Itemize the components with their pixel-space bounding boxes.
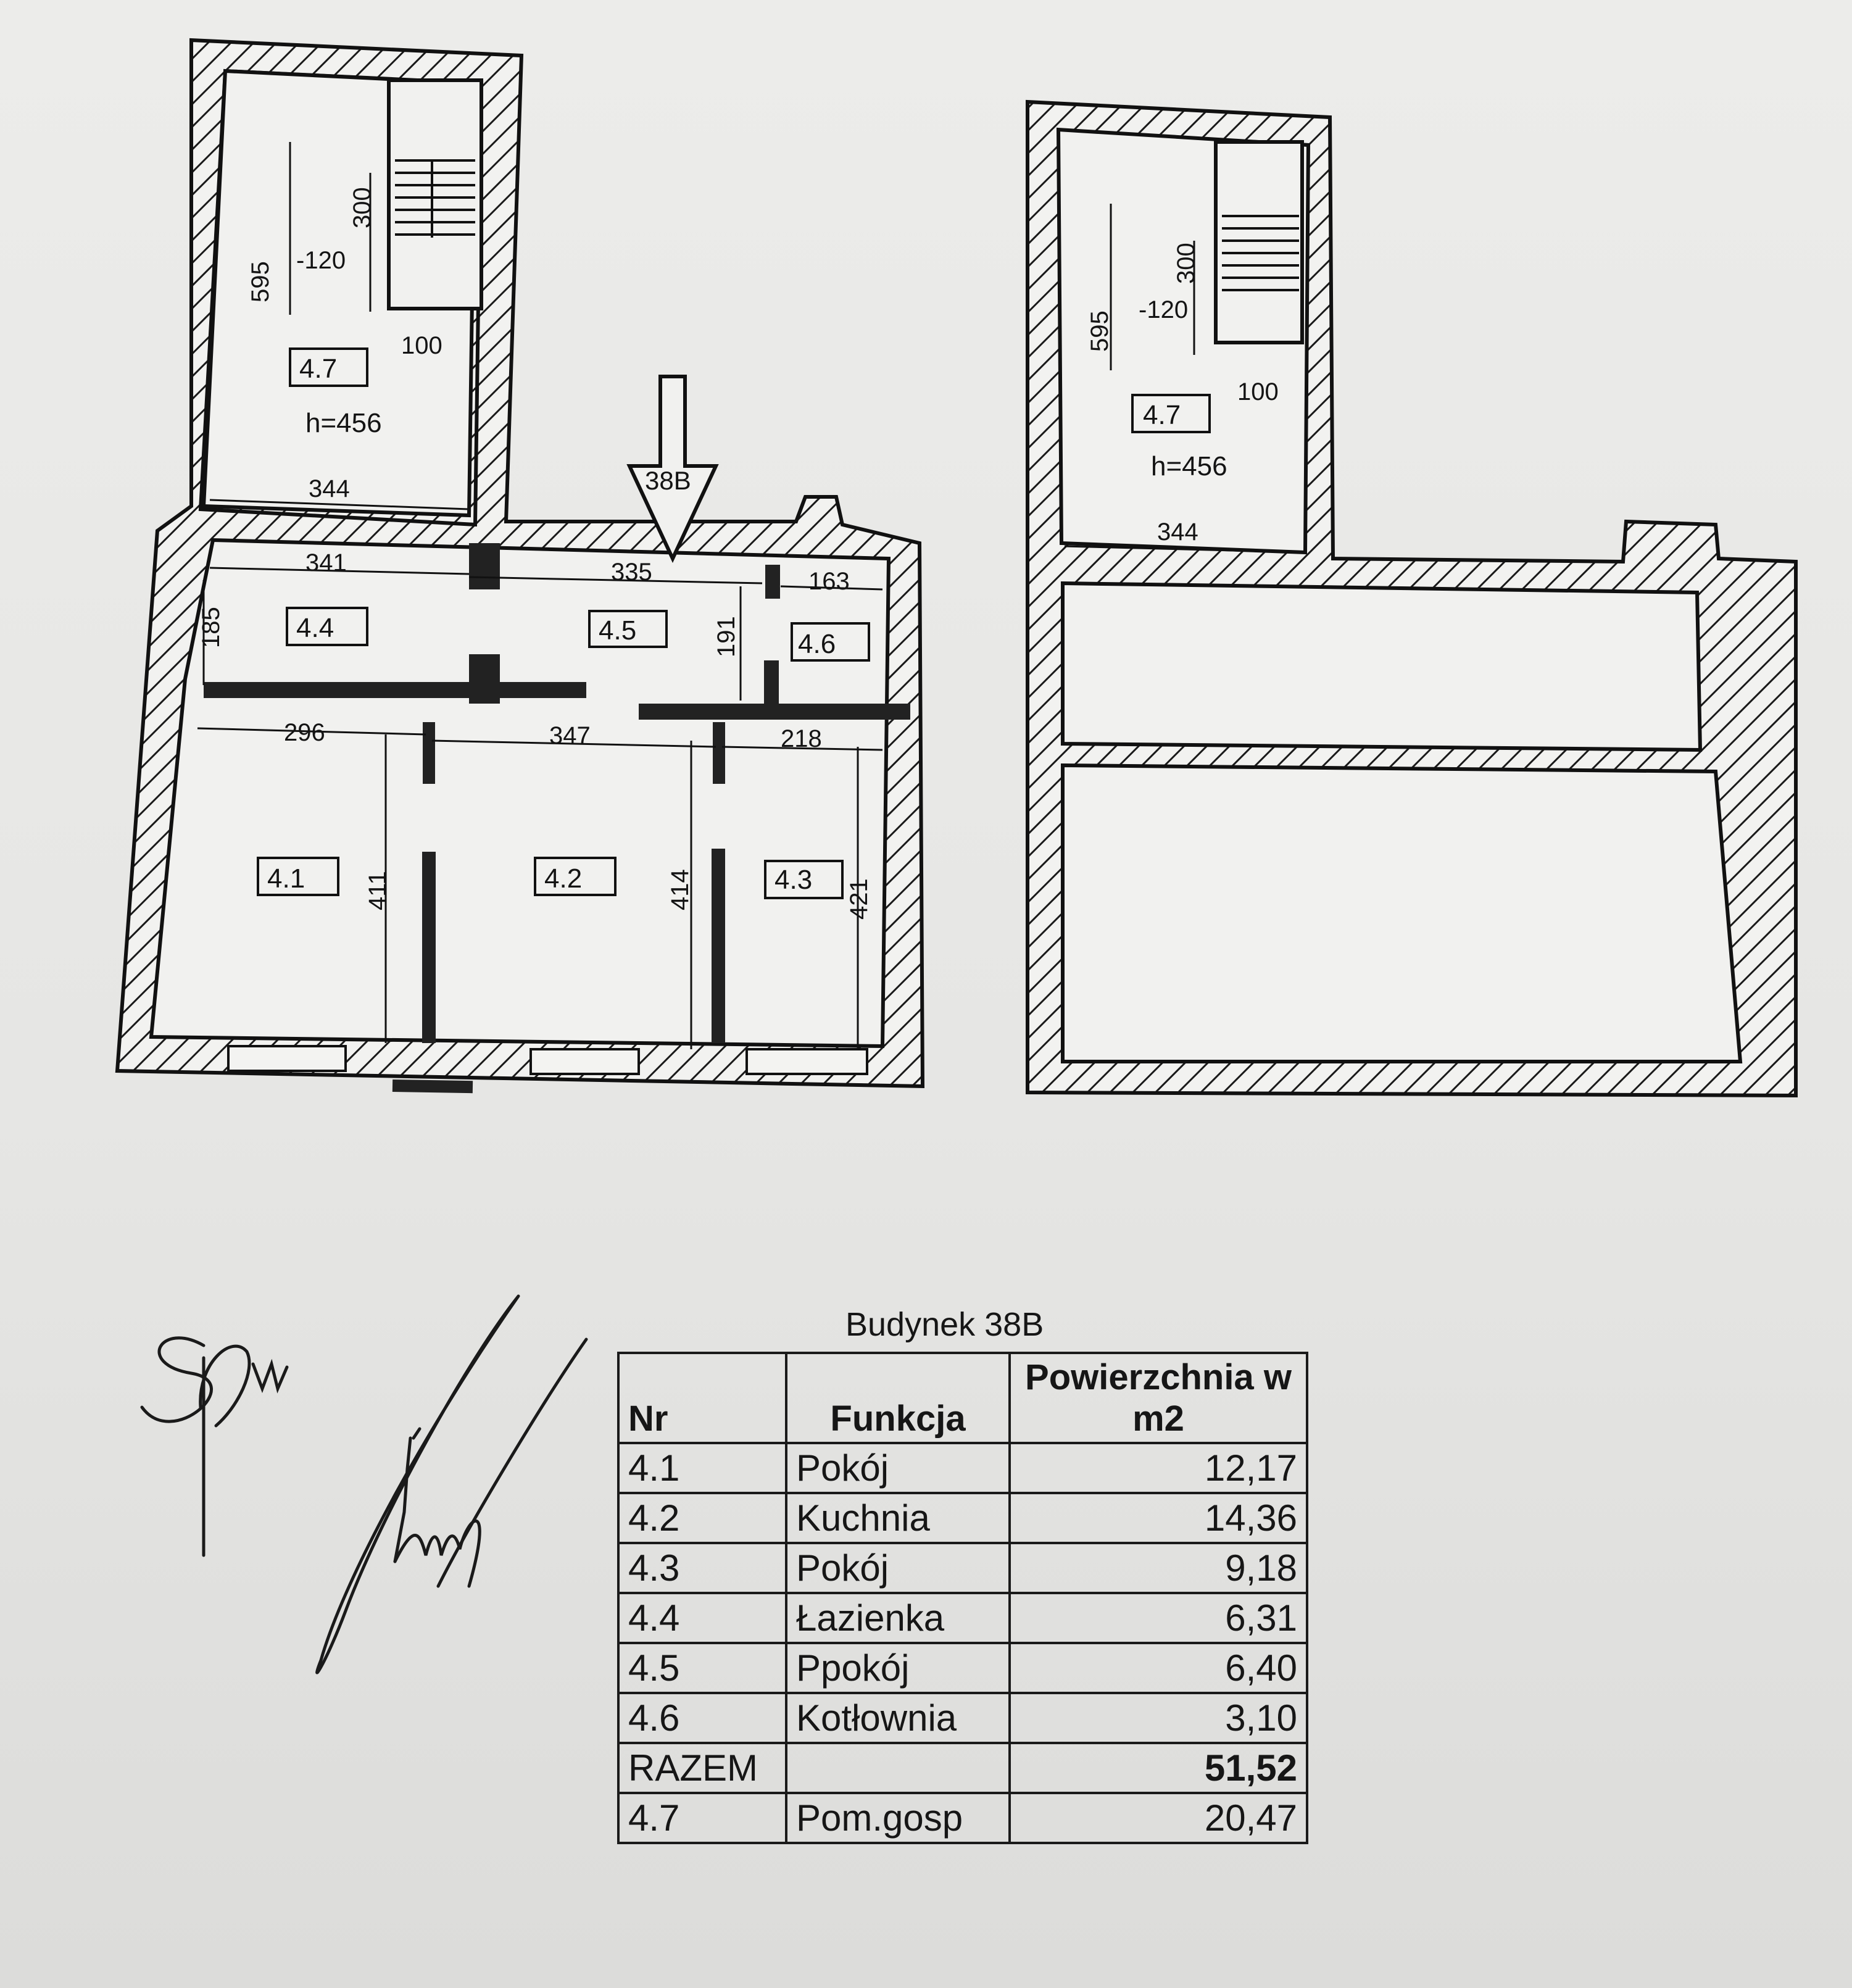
svg-text:347: 347 bbox=[549, 722, 591, 749]
cell-funkcja: Kotłownia bbox=[785, 1692, 1011, 1744]
svg-text:300: 300 bbox=[349, 187, 376, 228]
cell-nr: 4.5 bbox=[617, 1642, 787, 1694]
svg-text:344: 344 bbox=[1157, 518, 1198, 546]
svg-text:218: 218 bbox=[781, 725, 822, 752]
cell-nr: 4.2 bbox=[617, 1492, 787, 1544]
svg-text:335: 335 bbox=[611, 559, 652, 586]
room-label-4-5: 4.5 bbox=[588, 610, 668, 648]
svg-text:-120: -120 bbox=[1139, 296, 1188, 323]
table-total-row: RAZEM 51,52 bbox=[617, 1742, 1308, 1794]
svg-text:421: 421 bbox=[845, 878, 873, 920]
room-label-4-7: 4.7 bbox=[289, 347, 368, 387]
svg-text:4.7: 4.7 bbox=[299, 354, 337, 384]
column-header-funkcja: Funkcja bbox=[785, 1352, 1011, 1444]
svg-text:38B: 38B bbox=[645, 466, 691, 495]
room-label-4-4: 4.4 bbox=[286, 607, 368, 646]
cell-funkcja: Ppokój bbox=[785, 1642, 1011, 1694]
dimension-labels: 595 -120 300 100 344 341 335 163 185 191… bbox=[197, 187, 873, 920]
svg-text:4.5: 4.5 bbox=[599, 615, 636, 646]
svg-text:4.3: 4.3 bbox=[774, 865, 812, 895]
cell-area: 14,36 bbox=[1008, 1492, 1308, 1544]
cell-nr: RAZEM bbox=[617, 1742, 787, 1794]
cell-nr: 4.1 bbox=[617, 1442, 787, 1494]
staircase bbox=[1214, 140, 1304, 344]
svg-text:411: 411 bbox=[364, 871, 391, 910]
cell-area: 6,40 bbox=[1008, 1642, 1308, 1694]
room-label-4-6: 4.6 bbox=[791, 622, 870, 662]
cell-area: 51,52 bbox=[1008, 1742, 1308, 1794]
dimension-labels: 595 -120 300 100 344 bbox=[1086, 243, 1279, 546]
room-label-4-3: 4.3 bbox=[764, 860, 844, 899]
floor-plans: 38B 4.7 h=456 4.4 4.5 4.6 4.1 4.2 bbox=[115, 38, 1798, 1098]
column-header-powierzchnia: Powierzchnia w m2 bbox=[1008, 1352, 1308, 1444]
cell-funkcja: Łazienka bbox=[785, 1592, 1011, 1644]
svg-text:h=456: h=456 bbox=[305, 408, 382, 438]
column-header-nr: Nr bbox=[617, 1352, 787, 1444]
svg-text:414: 414 bbox=[666, 869, 694, 910]
svg-text:341: 341 bbox=[305, 549, 347, 576]
svg-text:595: 595 bbox=[1086, 310, 1113, 352]
svg-text:4.7: 4.7 bbox=[1143, 400, 1181, 430]
entrance-arrow bbox=[626, 375, 719, 564]
svg-text:100: 100 bbox=[1237, 378, 1279, 406]
room-label-4-2: 4.2 bbox=[534, 857, 617, 896]
svg-text:4.4: 4.4 bbox=[296, 613, 334, 643]
svg-text:300: 300 bbox=[1173, 243, 1200, 284]
svg-text:163: 163 bbox=[808, 568, 850, 595]
cell-nr: 4.6 bbox=[617, 1692, 787, 1744]
svg-text:296: 296 bbox=[284, 719, 325, 746]
cell-area: 12,17 bbox=[1008, 1442, 1308, 1494]
svg-text:4.6: 4.6 bbox=[798, 629, 836, 659]
staircase bbox=[387, 78, 483, 310]
cell-funkcja: Pokój bbox=[785, 1542, 1011, 1594]
cell-funkcja: Pokój bbox=[785, 1442, 1011, 1494]
cell-nr: 4.4 bbox=[617, 1592, 787, 1644]
table-header-row: Nr Funkcja Powierzchnia w m2 bbox=[617, 1352, 1308, 1444]
cell-area: 3,10 bbox=[1008, 1692, 1308, 1744]
svg-text:191: 191 bbox=[713, 616, 740, 657]
cell-area: 9,18 bbox=[1008, 1542, 1308, 1594]
cell-nr: 4.7 bbox=[617, 1792, 787, 1844]
svg-text:344: 344 bbox=[309, 475, 350, 502]
svg-text:595: 595 bbox=[247, 261, 274, 302]
cell-funkcja: Kuchnia bbox=[785, 1492, 1011, 1544]
cell-area: 6,31 bbox=[1008, 1592, 1308, 1644]
signature bbox=[140, 1294, 588, 1674]
left-floor-plan: 38B 4.7 h=456 4.4 4.5 4.6 4.1 4.2 bbox=[115, 38, 925, 1094]
svg-text:4.1: 4.1 bbox=[267, 863, 305, 894]
svg-text:185: 185 bbox=[197, 607, 225, 648]
table-title: Budynek 38B bbox=[845, 1306, 1044, 1343]
svg-text:-120: -120 bbox=[296, 247, 346, 274]
right-floor-plan: 4.7 h=456 595 -120 300 100 344 bbox=[1026, 99, 1798, 1098]
cell-nr: 4.3 bbox=[617, 1542, 787, 1594]
svg-text:4.2: 4.2 bbox=[544, 863, 582, 894]
cell-funkcja: Pom.gosp bbox=[785, 1792, 1011, 1844]
room-label-4-1: 4.1 bbox=[257, 857, 339, 896]
svg-text:h=456: h=456 bbox=[1151, 451, 1227, 481]
svg-text:100: 100 bbox=[401, 332, 442, 359]
cell-area: 20,47 bbox=[1008, 1792, 1308, 1844]
room-label-4-7: 4.7 bbox=[1131, 394, 1211, 433]
cell-funkcja bbox=[785, 1742, 1011, 1794]
